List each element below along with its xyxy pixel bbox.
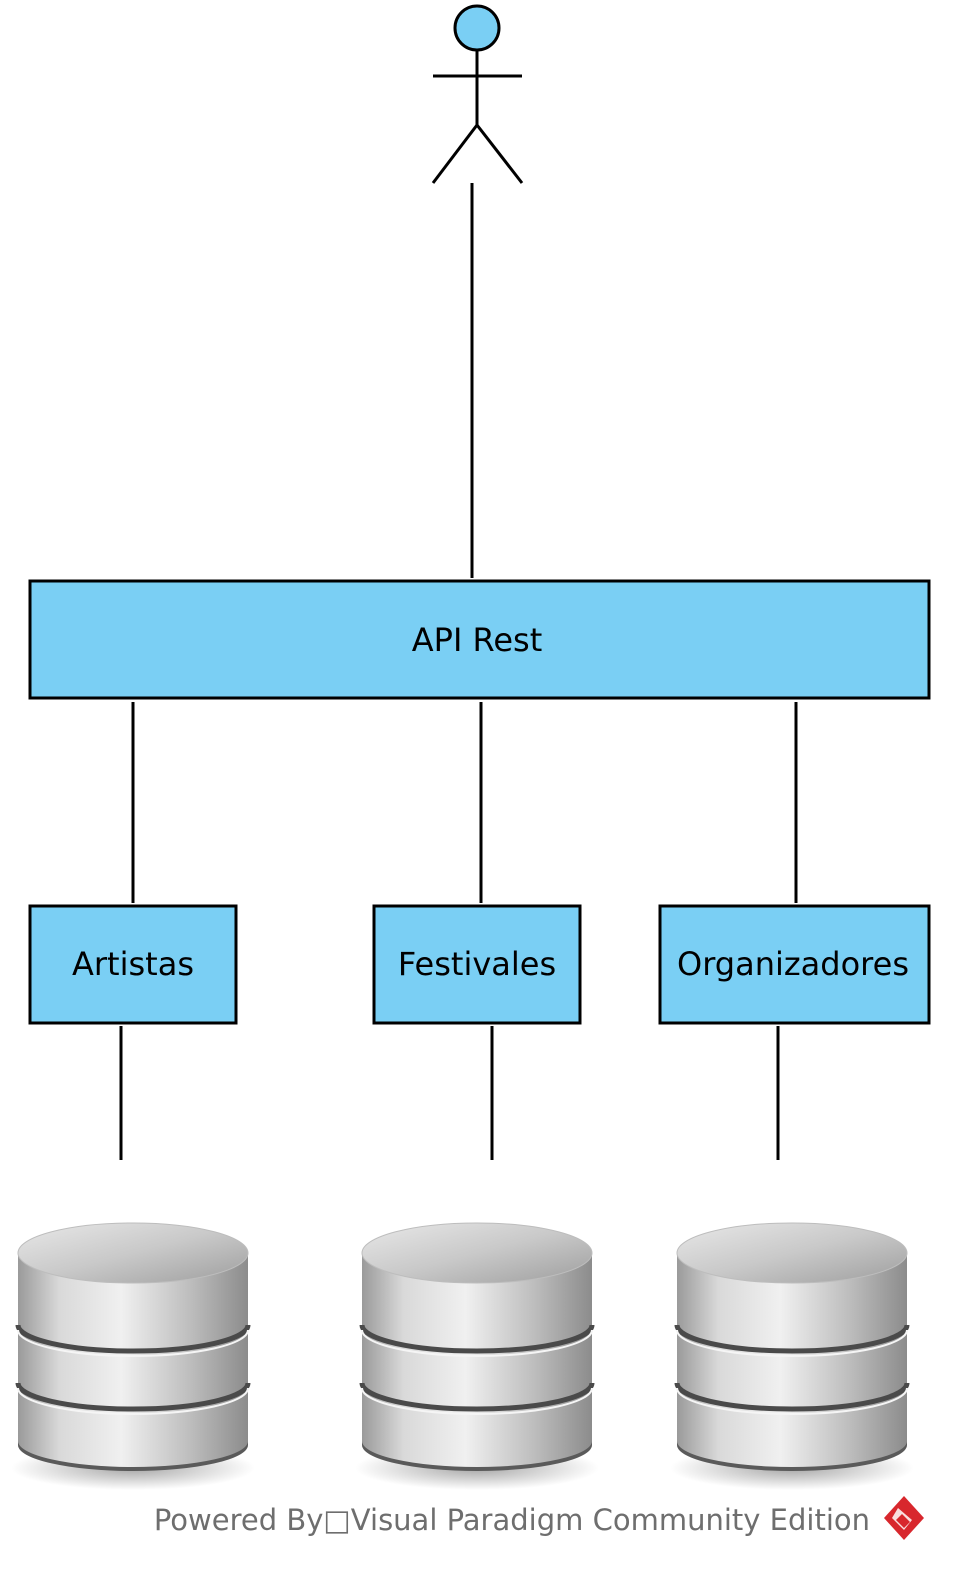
festivales-label: Festivales <box>398 945 556 983</box>
visual-paradigm-logo-icon <box>884 1496 924 1540</box>
api-rest-label: API Rest <box>412 621 543 659</box>
footer-powered-by-text: Powered By□Visual Paradigm Community Edi… <box>154 1503 870 1537</box>
database-icon <box>670 1223 914 1490</box>
api-rest-box[interactable]: API Rest <box>28 579 931 700</box>
database-icon <box>11 1223 255 1490</box>
artistas-box[interactable]: Artistas <box>28 904 238 1025</box>
actor-icon <box>431 4 524 184</box>
database-icon <box>355 1223 599 1490</box>
artistas-label: Artistas <box>72 945 194 983</box>
organizadores-box[interactable]: Organizadores <box>658 904 931 1025</box>
organizadores-label: Organizadores <box>677 945 909 983</box>
festivales-box[interactable]: Festivales <box>372 904 582 1025</box>
